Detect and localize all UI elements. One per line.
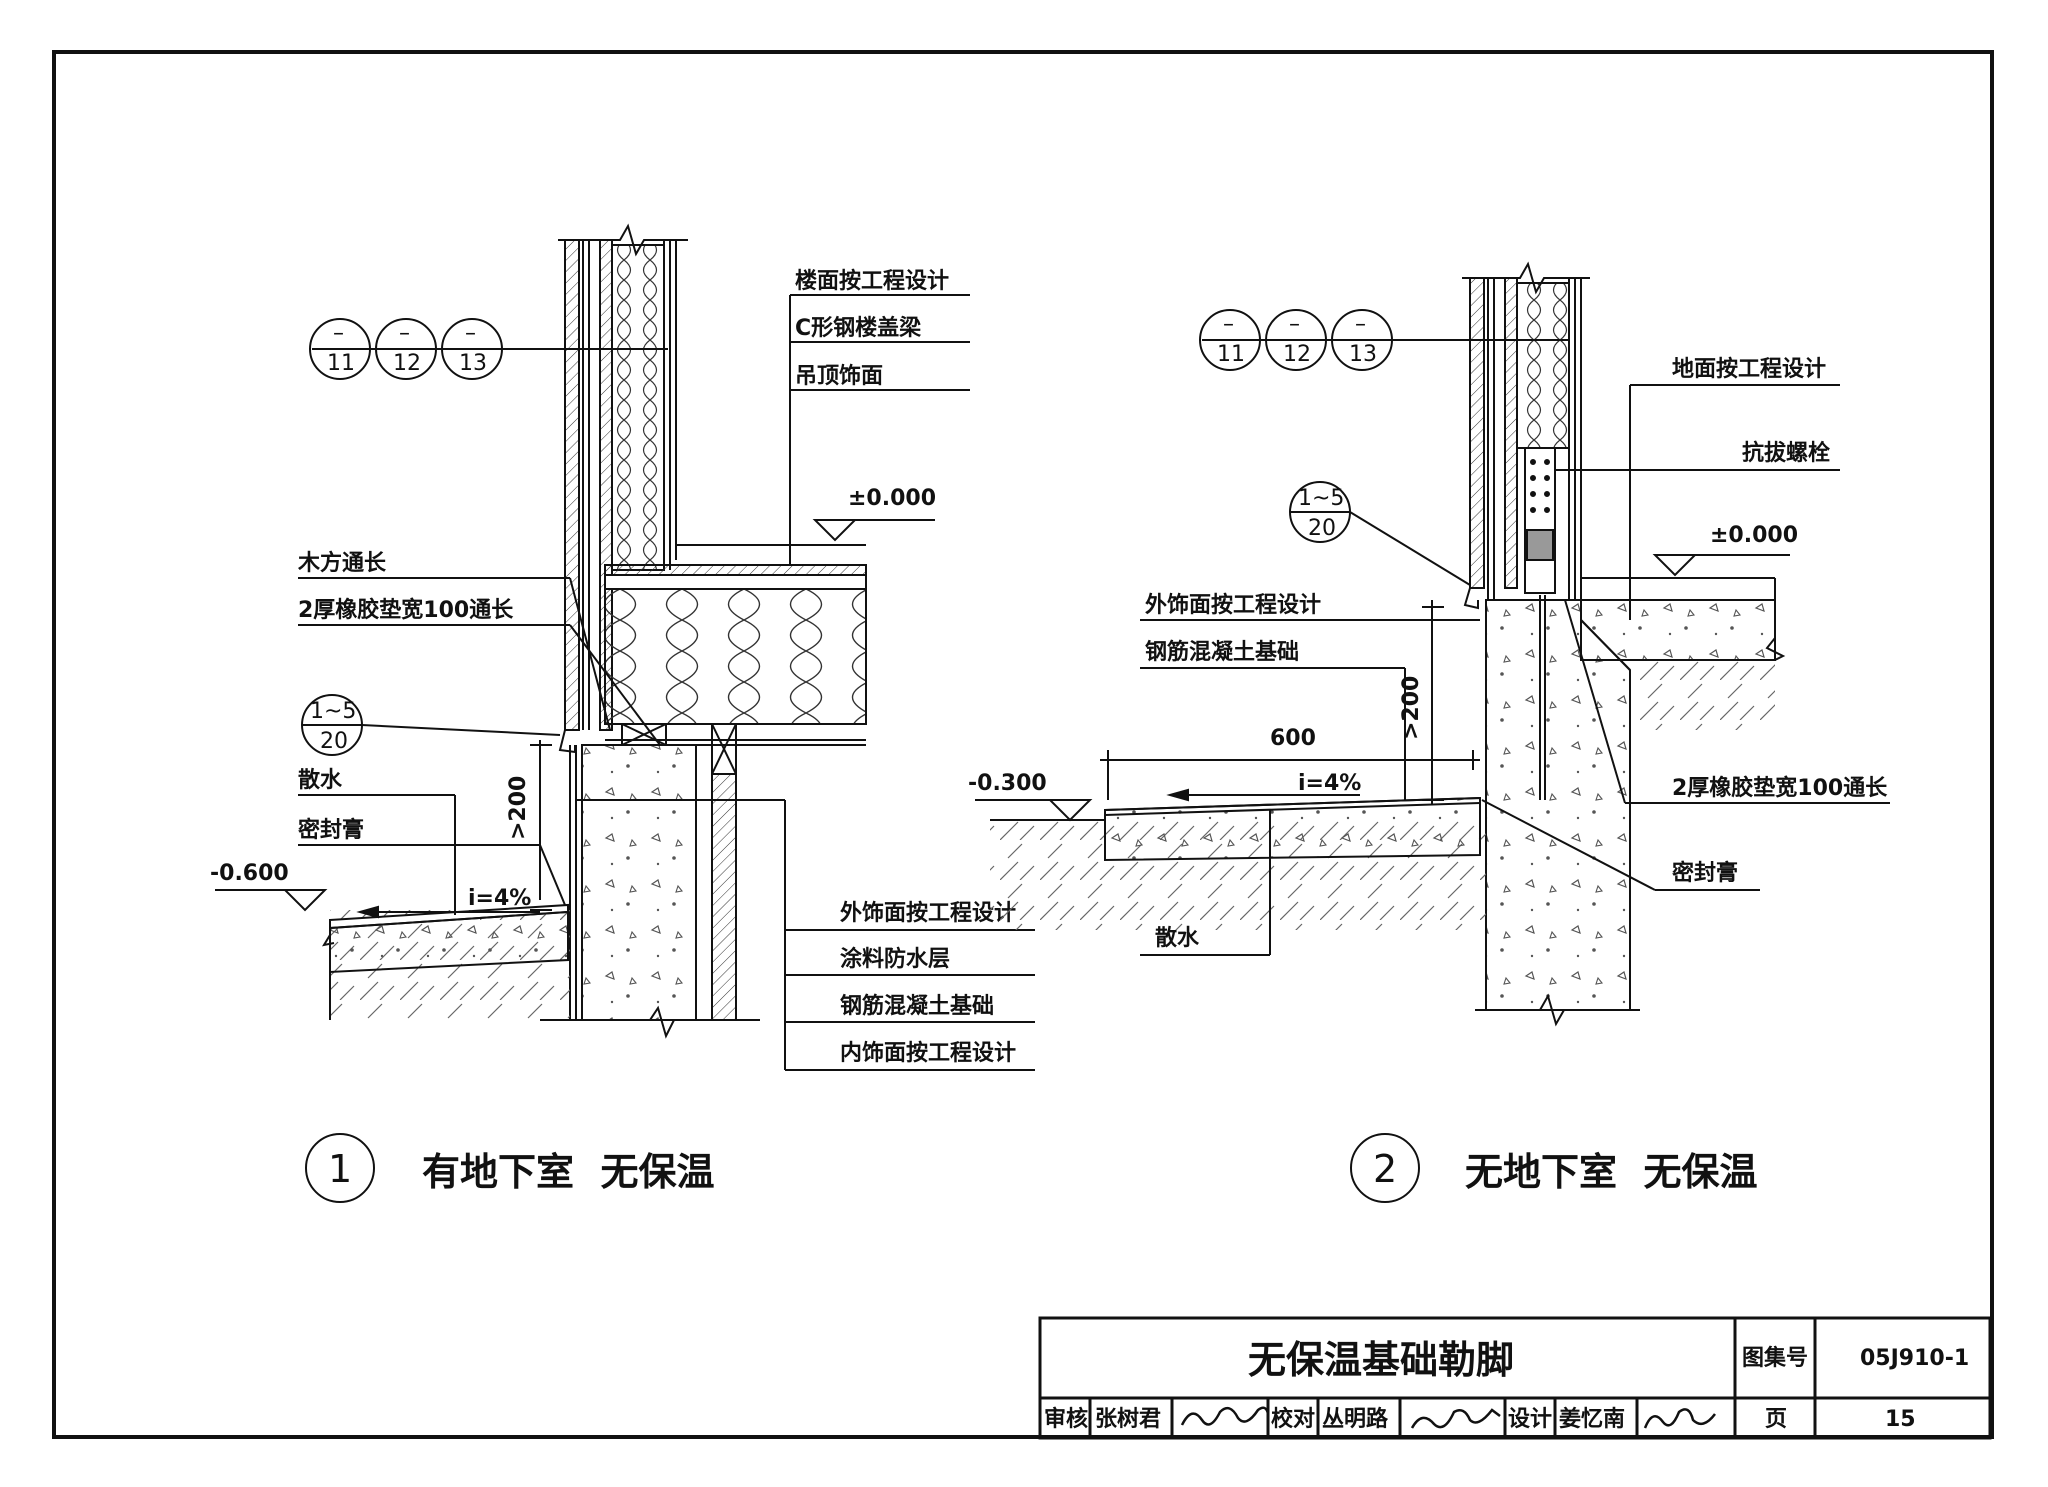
d2-bubble-dash-2: –	[1289, 312, 1300, 337]
d2-dim-height: >200	[1399, 676, 1424, 740]
d1-index-ref-bottom: 20	[320, 729, 348, 754]
d2-bubble-ref-2: 12	[1283, 342, 1311, 367]
d1-caption: 有地下室 无保温	[422, 1150, 714, 1194]
d1-bubble-ref-3: 13	[459, 351, 487, 376]
d1-label-waterproof: 涂料防水层	[840, 946, 950, 972]
d2-label-anchor: 抗拔螺栓	[1742, 440, 1830, 466]
detail-2	[975, 261, 1890, 1203]
d1-label-timber: 木方通长	[297, 550, 387, 576]
d2-caption: 无地下室 无保温	[1465, 1150, 1757, 1194]
d1-bubble-ref-2: 12	[393, 351, 421, 376]
title-block-checker: 丛明路	[1322, 1406, 1389, 1432]
title-block-page-label: 页	[1765, 1407, 1787, 1432]
title-block	[1038, 1316, 1992, 1440]
title-block-title: 无保温基础勒脚	[1248, 1338, 1514, 1382]
title-block-designer: 姜忆南	[1559, 1406, 1625, 1432]
title-block-check-label: 校对	[1271, 1406, 1315, 1432]
d2-bubble-dash-3: –	[1355, 312, 1366, 337]
designer-signature	[1643, 1408, 1716, 1429]
d2-elevation-ground: -0.300	[968, 771, 1047, 796]
d2-bubble-ref-3: 13	[1349, 342, 1377, 367]
drawing-frame	[52, 50, 1994, 1439]
d1-label-sealant: 密封膏	[298, 817, 364, 843]
d1-elevation-top: ±0.000	[848, 486, 936, 511]
title-block-review-label: 审核	[1044, 1406, 1088, 1432]
d1-bubble-dash-1: –	[333, 321, 344, 346]
title-block-atlas-label: 图集号	[1742, 1345, 1808, 1371]
title-block-design-label: 设计	[1508, 1407, 1552, 1432]
d1-dim-height: >200	[506, 776, 531, 840]
d2-index-ref-top: 1~5	[1298, 486, 1344, 511]
checker-signature	[1410, 1408, 1501, 1429]
d1-label-floor: 楼面按工程设计	[795, 268, 949, 294]
d1-label-foundation: 钢筋混凝土基础	[840, 993, 994, 1019]
d1-label-rubber: 2厚橡胶垫宽100通长	[298, 597, 514, 623]
d1-label-apron: 散水	[298, 768, 343, 793]
d2-label-rubber: 2厚橡胶垫宽100通长	[1672, 775, 1888, 801]
d2-elevation-top: ±0.000	[1710, 523, 1798, 548]
d1-label-beam: C形钢楼盖梁	[795, 315, 921, 341]
d1-label-int-finish: 内饰面按工程设计	[840, 1040, 1016, 1066]
d2-dim-width: 600	[1270, 726, 1316, 751]
d1-index-ref-top: 1~5	[310, 699, 356, 724]
d2-label-ext-finish: 外饰面按工程设计	[1145, 592, 1321, 618]
d1-label-ceiling: 吊顶饰面	[795, 363, 883, 389]
d2-bubble-dash-1: –	[1223, 312, 1234, 337]
d1-bubble-ref-1: 11	[327, 351, 355, 376]
d2-label-sealant: 密封膏	[1672, 860, 1738, 886]
d2-label-apron: 散水	[1155, 926, 1200, 951]
title-block-page-no: 15	[1885, 1407, 1916, 1432]
d1-caption-number: 1	[328, 1147, 352, 1191]
title-block-atlas-no: 05J910-1	[1860, 1346, 1969, 1371]
d2-label-ground: 地面按工程设计	[1672, 356, 1826, 382]
title-block-reviewer: 张树君	[1095, 1406, 1161, 1432]
d1-bubble-dash-2: –	[399, 321, 410, 346]
detail-1	[215, 223, 1035, 1203]
d2-bubble-ref-1: 11	[1217, 342, 1245, 367]
d1-label-ext-finish: 外饰面按工程设计	[840, 900, 1016, 926]
d1-elevation-ground: -0.600	[210, 861, 289, 886]
d2-index-ref-bottom: 20	[1308, 516, 1336, 541]
d1-slope: i=4%	[468, 886, 531, 911]
reviewer-signature	[1180, 1406, 1270, 1426]
d2-slope: i=4%	[1298, 771, 1361, 796]
d2-label-foundation: 钢筋混凝土基础	[1145, 639, 1299, 665]
d1-bubble-dash-3: –	[465, 321, 476, 346]
d2-caption-number: 2	[1373, 1147, 1397, 1191]
